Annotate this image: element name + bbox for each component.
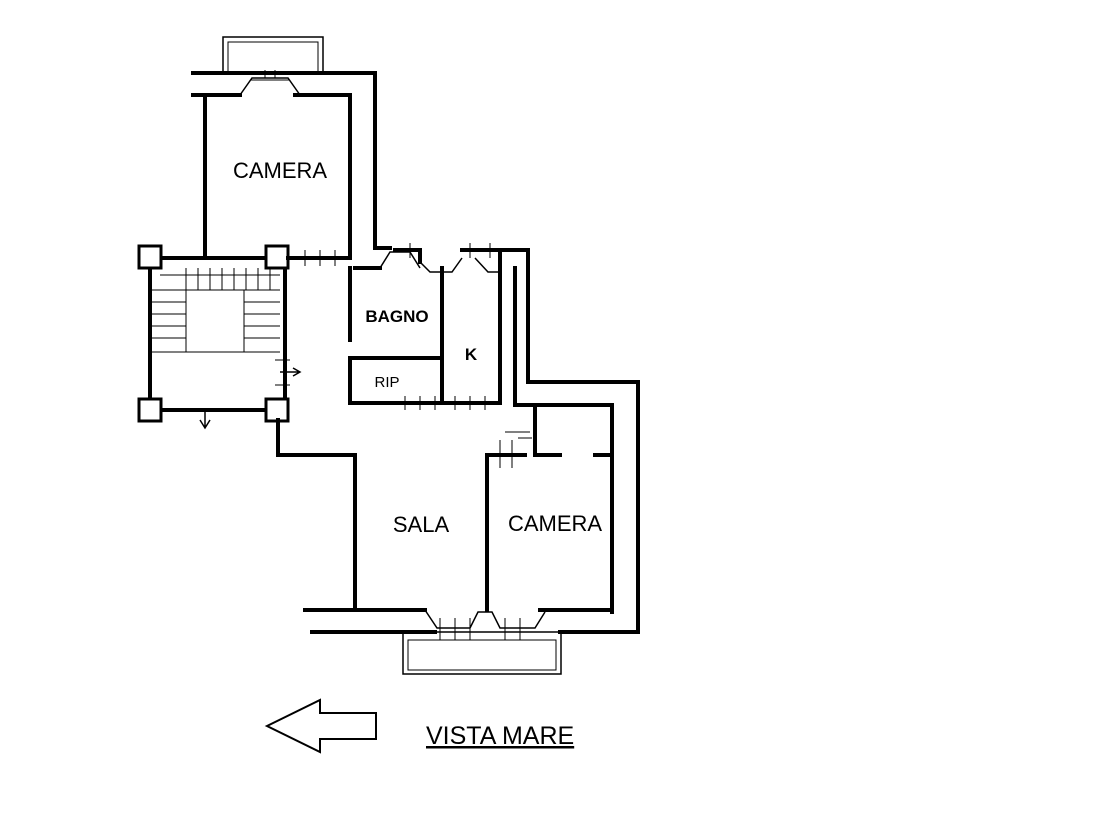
room-label-kitchen: K <box>465 345 478 364</box>
room-label-ripostiglio: RIP <box>374 374 399 391</box>
room-label-sala: SALA <box>393 512 450 537</box>
pillar <box>137 397 163 423</box>
walls-camera-top <box>191 70 377 260</box>
pillar <box>264 397 290 423</box>
top-balcony <box>222 36 324 73</box>
walls-hallway <box>276 250 357 610</box>
bottom-balcony <box>402 631 562 675</box>
room-label-bagno: BAGNO <box>365 307 428 326</box>
room-label-camera-top: CAMERA <box>233 158 327 183</box>
walls-service-rooms <box>348 243 640 634</box>
stairwell <box>137 244 302 430</box>
pillar <box>264 244 290 270</box>
left-arrow-icon <box>264 698 377 754</box>
pillar <box>137 244 163 270</box>
vista-mare-caption: VISTA MARE <box>426 722 574 750</box>
room-label-camera-bottom: CAMERA <box>508 511 602 536</box>
